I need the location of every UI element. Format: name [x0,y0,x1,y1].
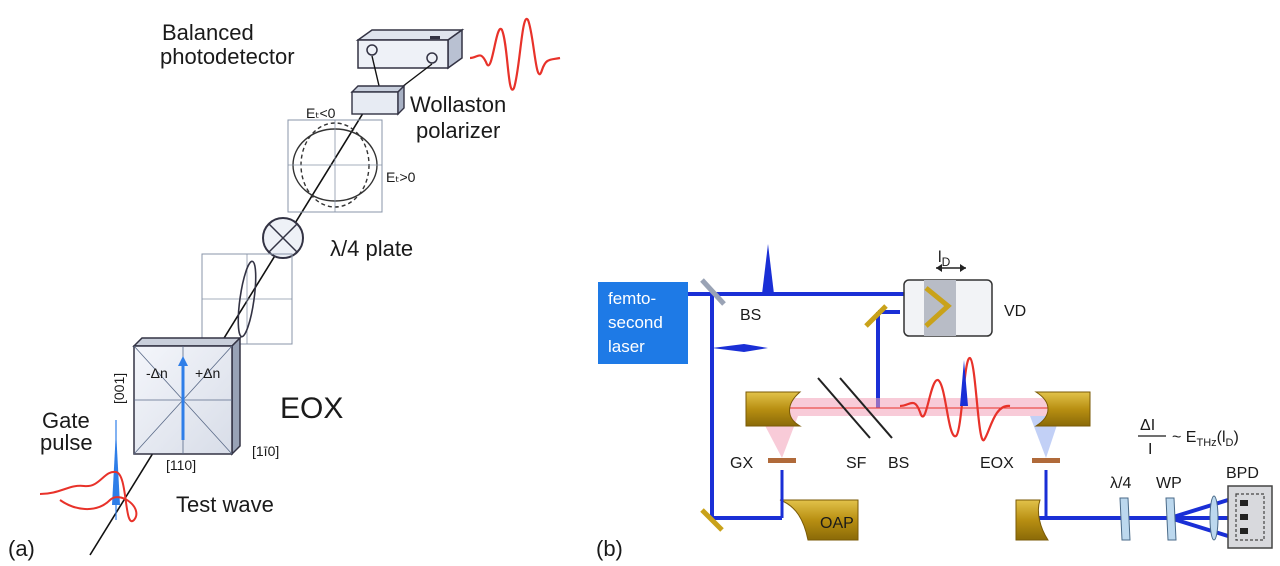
balanced-photodetector [355,28,465,70]
eox-crystal-b [1032,458,1060,463]
steering-mirror-vd [864,304,888,328]
eq-rhs: ~ ETHz(lD) [1172,429,1239,449]
oap-mirror-top-left [745,391,802,427]
beamsplitter-top [700,278,726,306]
axis-001-label: [001] [111,373,127,404]
quarter-wave-plate [262,217,304,259]
gate-label-line2: pulse [40,430,93,455]
polarization-state-frame [287,119,383,213]
panel-a-label: (a) [8,536,35,561]
probe-pulse-top [762,244,774,294]
probe-pulse-eox [960,360,968,406]
quarter-wave-plate-b [1119,497,1131,541]
delta-pos-label: +Δn [195,365,220,381]
oap-mirror-bottom-left [779,499,859,541]
balanced-photodetector-b [1227,485,1273,549]
detector-output-waveform [469,17,561,91]
focus-lens-b [1209,495,1219,541]
gx-crystal [768,458,796,463]
beamsplitter-mid [839,377,893,439]
oap-mirror-bottom-right [1015,499,1049,541]
probe-beam-line [89,109,366,556]
axis-110-label: [110] [166,457,196,473]
oap-mirror-top-right [1034,391,1091,427]
sf-label: SF [846,455,867,472]
panel-b: femto- second laser [596,244,1273,561]
bs-mid-label: BS [888,455,909,472]
panel-a: Balanced photodetector Wollaston polariz… [8,17,561,561]
femtosecond-laser [598,282,688,364]
gx-label: GX [730,455,753,472]
wollaston-label-line1: Wollaston [410,92,506,117]
laser-label-line3: laser [608,337,645,356]
vd-label: VD [1004,303,1026,320]
wollaston-label-line2: polarizer [416,118,500,143]
detection-equation: ΔI I ~ ETHz(lD) [1138,417,1239,458]
delay-stage [903,264,993,337]
wp-label: WP [1156,475,1182,492]
test-wave [39,470,138,523]
eox-label-b: EOX [980,455,1014,472]
detector-label-line1: Balanced [162,20,254,45]
thz-waveform [899,356,1011,442]
gate-label-line1: Gate [42,408,90,433]
steering-mirror-bottom [700,508,724,532]
spectral-filter [817,377,871,439]
probe-beam [688,292,1229,538]
waveplate-label: λ/4 plate [330,236,413,261]
field-pos-label: Eₜ>0 [386,169,416,185]
eox-crystal [132,336,242,456]
lambda4-label: λ/4 [1110,475,1131,492]
probe-pulse-side [712,344,768,352]
wollaston-polarizer [350,84,406,116]
linear-polarization-frame [201,253,293,345]
field-neg-label: Eₜ<0 [306,105,336,121]
panel-b-label: (b) [596,536,623,561]
eq-numerator: ΔI [1140,417,1155,434]
delta-neg-label: -Δn [146,365,168,381]
delay-label: lD [938,249,951,269]
eox-label: EOX [280,392,343,425]
axis-1bar10-label: [1ī0] [252,443,279,459]
detector-label-line2: photodetector [160,44,295,69]
test-wave-label: Test wave [176,492,274,517]
bpd-label: BPD [1226,465,1259,482]
wollaston-prism-b [1165,497,1177,541]
bs-top-label: BS [740,307,761,324]
laser-label-line1: femto- [608,289,656,308]
laser-label-line2: second [608,313,663,332]
eq-denominator: I [1148,441,1152,458]
oap-label: OAP [820,515,854,532]
